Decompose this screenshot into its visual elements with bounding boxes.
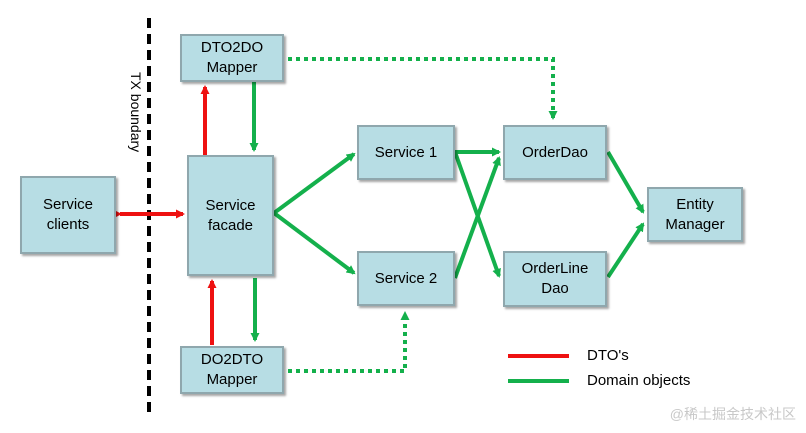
orderline-dao-label-line1: OrderLine <box>521 260 589 277</box>
dto2do-mapper-box: DTO2DO Mapper <box>180 34 284 82</box>
domain-arrow-orderlinedao-entitymanager <box>606 222 645 279</box>
service-clients-box: Service clients <box>20 176 116 254</box>
domain-arrow-facade-service2 <box>272 211 356 275</box>
do2dto-mapper-label-line2: Mapper <box>206 371 258 388</box>
domain-arrow-orderdao-entitymanager <box>606 150 645 214</box>
entity-manager-label-line2: Manager <box>665 215 725 233</box>
legend-domain-objects-label: Domain objects <box>587 372 691 389</box>
order-dao-box: OrderDao <box>503 125 607 180</box>
tx-boundary-label: TX boundary <box>128 72 144 153</box>
domain-arrow-facade-service1 <box>272 152 356 215</box>
dto2do-mapper-label-line1: DTO2DO <box>200 39 264 56</box>
service-clients-label-line2: clients <box>46 216 90 233</box>
legend-dtos-label: DTO's <box>587 347 629 364</box>
watermark: @稀土掘金技术社区 <box>669 406 796 422</box>
do2dto-mapper-label-line1: DO2DTO <box>200 351 264 368</box>
domain-dotted-dto2do-orderdao <box>288 57 558 120</box>
service-facade-label-line1: Service <box>205 196 256 214</box>
domain-dotted-do2dto-service2 <box>288 311 410 373</box>
dto2do-mapper-label-line2: Mapper <box>206 59 258 76</box>
service-clients-label-line1: Service <box>42 196 94 213</box>
do2dto-mapper-box: DO2DTO Mapper <box>180 346 284 394</box>
orderline-dao-box: OrderLine Dao <box>503 251 607 307</box>
service2-box: Service 2 <box>357 251 455 306</box>
orderline-dao-label-line2: Dao <box>541 280 569 297</box>
service-facade-label-line2: facade <box>207 216 254 234</box>
service2-label: Service 2 <box>374 269 438 287</box>
order-dao-label: OrderDao <box>522 143 588 161</box>
domain-arrow-service2-orderdao <box>453 156 501 279</box>
entity-manager-box: Entity Manager <box>647 187 743 242</box>
service1-label: Service 1 <box>374 143 438 161</box>
service1-box: Service 1 <box>357 125 455 180</box>
entity-manager-label-line1: Entity <box>676 195 714 213</box>
service-facade-box: Service facade <box>187 155 274 276</box>
